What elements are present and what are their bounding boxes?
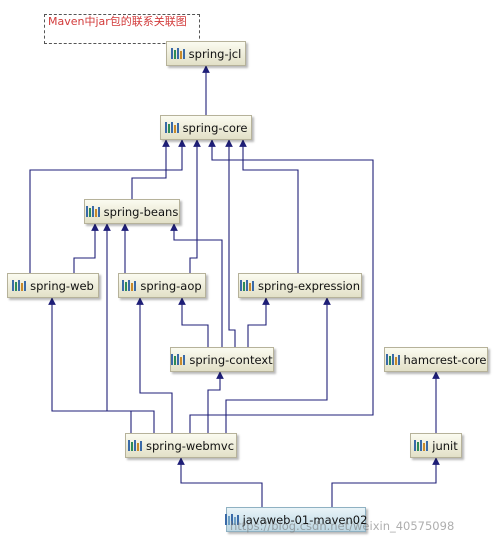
jar-icon xyxy=(414,440,429,451)
node-label: spring-beans xyxy=(103,204,179,219)
node-spring-aop[interactable]: spring-aop xyxy=(118,273,206,298)
jar-icon xyxy=(122,280,137,291)
diagram-title: Maven中jar包的联系关联图 xyxy=(44,14,200,44)
node-spring-beans[interactable]: spring-beans xyxy=(84,199,180,224)
node-spring-core[interactable]: spring-core xyxy=(160,115,252,140)
node-label: spring-core xyxy=(182,120,248,135)
edge-spring-webmvc-to-spring-web xyxy=(48,297,132,433)
edge-spring-context-to-spring-core xyxy=(225,139,236,347)
jar-icon xyxy=(12,280,27,291)
node-label: spring-aop xyxy=(140,278,202,293)
node-spring-context[interactable]: spring-context xyxy=(170,347,274,372)
edge-spring-webmvc-to-spring-expression xyxy=(225,297,331,433)
node-label: junit xyxy=(432,438,458,453)
edge-spring-webmvc-to-spring-context xyxy=(207,371,224,433)
node-spring-webmvc[interactable]: spring-webmvc xyxy=(125,433,237,458)
edge-spring-web-to-spring-core xyxy=(29,139,186,273)
edge-spring-context-to-spring-expression xyxy=(247,297,270,347)
edge-spring-beans-to-spring-core xyxy=(131,139,170,199)
jar-icon xyxy=(171,354,186,365)
edge-spring-webmvc-to-spring-core xyxy=(189,139,374,433)
edge-spring-webmvc-to-spring-aop xyxy=(136,297,173,433)
node-label: hamcrest-core xyxy=(403,352,487,367)
node-hamcrest-core[interactable]: hamcrest-core xyxy=(384,347,488,372)
watermark: https://blog.csdn.net/weixin_40575098 xyxy=(230,519,455,533)
edge-spring-expression-to-spring-core xyxy=(239,139,299,273)
node-spring-web[interactable]: spring-web xyxy=(7,273,99,298)
jar-icon xyxy=(127,440,142,451)
jar-icon xyxy=(85,206,100,217)
node-label: spring-jcl xyxy=(188,46,242,61)
project-icon xyxy=(224,514,239,525)
node-label: spring-expression xyxy=(258,278,360,293)
node-label: spring-webmvc xyxy=(145,438,235,453)
node-junit[interactable]: junit xyxy=(410,433,462,458)
edge-spring-webmvc-to-spring-beans xyxy=(103,223,155,433)
node-label: javaweb-01-maven02 xyxy=(242,512,368,527)
edge-spring-context-to-spring-beans xyxy=(170,223,223,347)
edge-javaweb-01-maven02-to-junit xyxy=(331,457,440,507)
jar-icon xyxy=(240,280,254,291)
jar-icon xyxy=(164,122,179,133)
node-javaweb-01-maven02[interactable]: javaweb-01-maven02 xyxy=(224,507,368,532)
node-spring-expression[interactable]: spring-expression xyxy=(238,273,362,298)
edge-spring-aop-to-spring-core xyxy=(189,139,201,273)
node-spring-jcl[interactable]: spring-jcl xyxy=(166,41,246,66)
edge-spring-web-to-spring-beans xyxy=(73,223,99,273)
jar-icon xyxy=(385,354,400,365)
node-label: spring-web xyxy=(30,278,94,293)
jar-icon xyxy=(170,48,185,59)
edge-javaweb-01-maven02-to-spring-webmvc xyxy=(177,457,263,507)
edge-spring-context-to-spring-aop xyxy=(178,297,209,347)
node-label: spring-context xyxy=(189,352,273,367)
